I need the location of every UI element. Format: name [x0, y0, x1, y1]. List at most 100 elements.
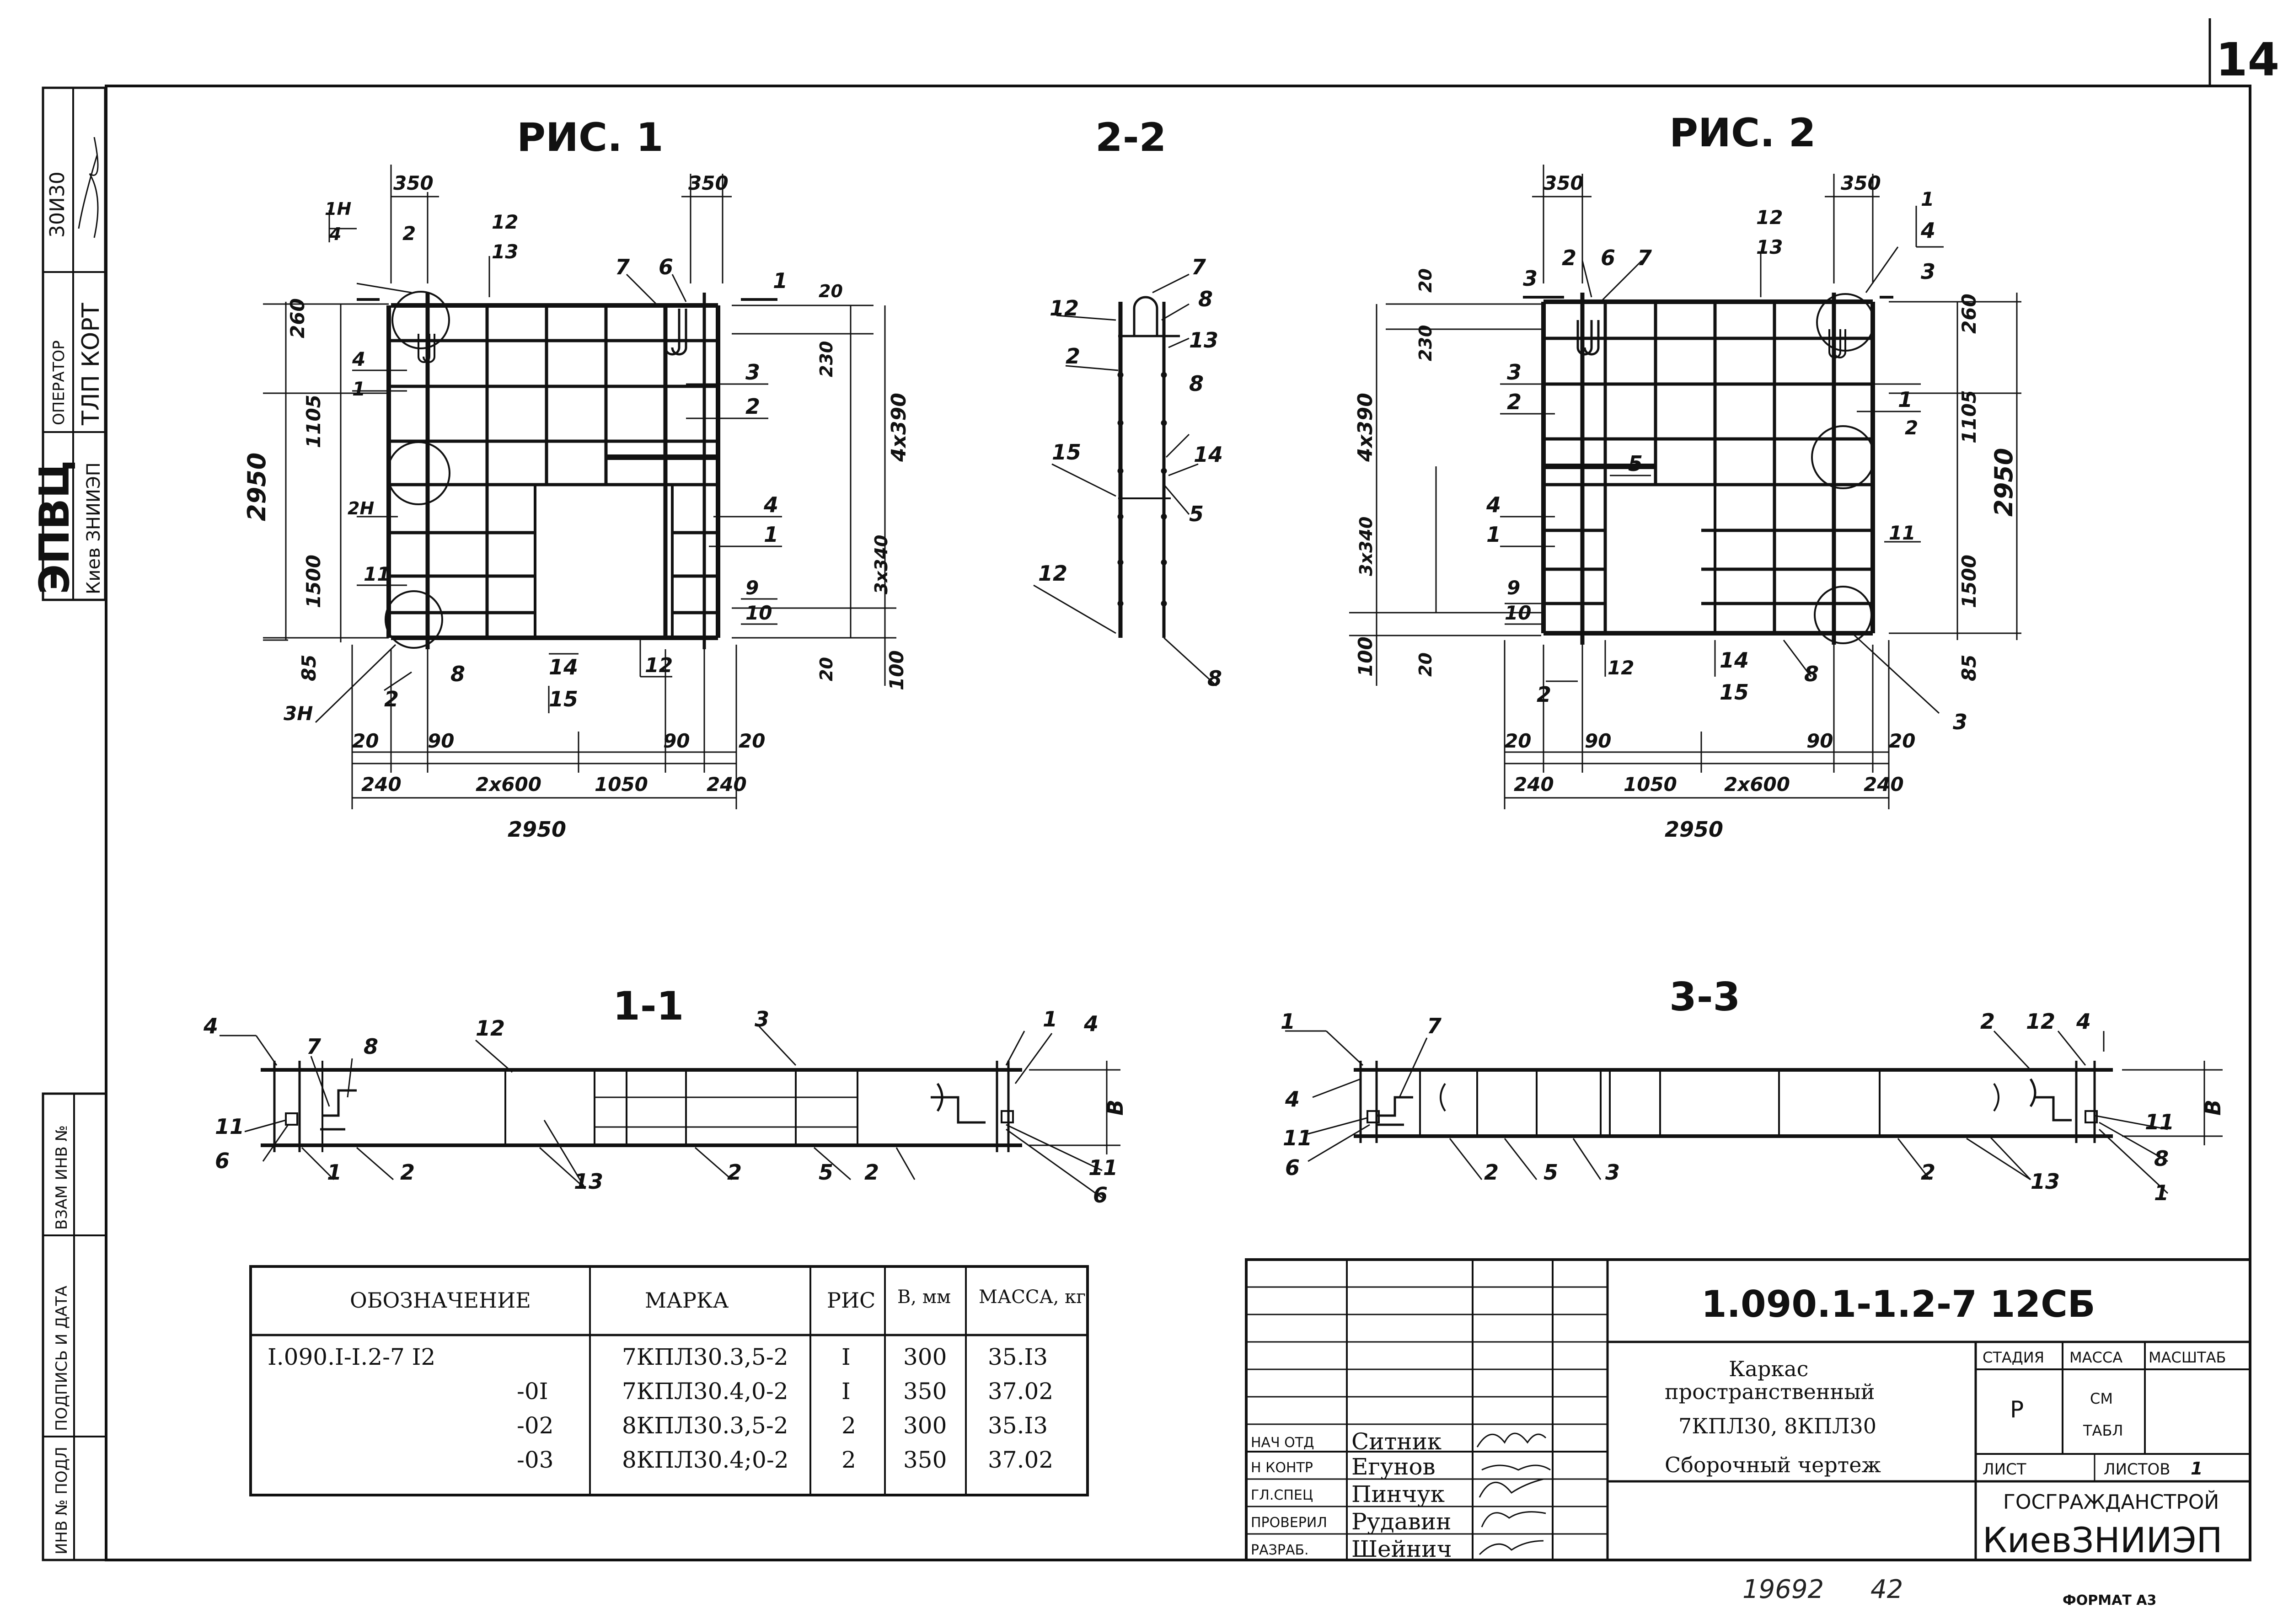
spec-row-1: -0I 7КПЛ30.4,0-2 I 350 37.02: [517, 1378, 1053, 1405]
stamp-org: Киев ЗНИИЭП: [83, 462, 104, 594]
svg-text:12: 12: [1038, 561, 1067, 586]
svg-text:11: 11: [2145, 1110, 2174, 1134]
spec-header-designation: ОБОЗНАЧЕНИЕ: [350, 1288, 531, 1313]
svg-text:20: 20: [816, 657, 836, 681]
svg-text:13: 13: [492, 240, 518, 263]
svg-text:1105: 1105: [1958, 390, 1980, 443]
sec22-title: 2-2: [1095, 115, 1166, 160]
svg-text:15: 15: [1720, 680, 1749, 705]
fig1-position-labels: 1Н 4 2 12 13 7 6 1 4 1 3 2 2Н 4 1 11 9 1…: [284, 199, 788, 725]
svg-text:350: 350: [688, 172, 729, 194]
svg-text:12: 12: [476, 1016, 505, 1041]
name-2: Пинчук: [1351, 1481, 1445, 1507]
svg-text:20: 20: [1415, 652, 1436, 677]
svg-text:11: 11: [364, 563, 390, 585]
sheet-label: ЛИСТ: [1983, 1460, 2026, 1479]
svg-text:12: 12: [1756, 206, 1783, 229]
sec22-section: [1033, 273, 1217, 687]
svg-text:10: 10: [745, 602, 772, 624]
sec11-title: 1-1: [613, 983, 684, 1029]
margin-label-3: ИНВ № ПОДЛ: [53, 1447, 71, 1555]
svg-text:4: 4: [203, 1014, 218, 1038]
svg-text:1105: 1105: [302, 395, 325, 448]
svg-text:12: 12: [1050, 296, 1079, 321]
svg-text:13: 13: [2031, 1169, 2060, 1194]
doc-name-line-3: 7КПЛ30, 8КПЛ30: [1678, 1414, 1876, 1438]
svg-text:13: 13: [574, 1169, 603, 1194]
svg-text:230: 230: [816, 341, 836, 377]
svg-text:350: 350: [1543, 172, 1584, 194]
sec11-section: [220, 1026, 1120, 1199]
svg-text:2: 2: [400, 1160, 415, 1185]
svg-text:2: 2: [727, 1160, 742, 1185]
svg-text:4: 4: [329, 224, 341, 244]
svg-text:9: 9: [1507, 577, 1520, 599]
svg-text:37.02: 37.02: [988, 1378, 1053, 1405]
sheet-frame: [105, 18, 2251, 1561]
role-0: НАЧ ОТД: [1251, 1435, 1314, 1451]
footer-copy: 42: [1870, 1575, 1903, 1604]
doc-name-line-2: пространственный: [1665, 1379, 1875, 1404]
spec-header-mark: МАРКА: [645, 1288, 729, 1313]
spec-row-2: -02 8КПЛ30.3,5-2 2 300 35.I3: [517, 1412, 1048, 1439]
svg-text:4x390: 4x390: [887, 393, 911, 462]
margin-label-1: ВЗАМ ИНВ №: [53, 1125, 71, 1230]
svg-text:2: 2: [1066, 344, 1080, 369]
svg-text:1: 1: [1898, 387, 1913, 412]
svg-text:6: 6: [659, 255, 673, 279]
footer-format: ФОРМАТ А3: [2063, 1592, 2156, 1608]
stamp-operator: ОПЕРАТОР: [50, 340, 68, 425]
fig2-position-labels: 3 2 6 7 12 13 1 4 3 3 2 5 4 1 9 10 1 2 1…: [1486, 188, 1967, 734]
svg-text:1500: 1500: [1958, 555, 1980, 608]
svg-text:В: В: [2201, 1100, 2225, 1116]
svg-text:100: 100: [1354, 636, 1377, 677]
spec-table: ОБОЗНАЧЕНИЕ МАРКА РИС В, мм МАССА, кг I.…: [249, 1265, 1089, 1496]
svg-text:14: 14: [1720, 648, 1749, 673]
svg-text:8: 8: [1189, 371, 1204, 396]
role-2: ГЛ.СПЕЦ: [1251, 1487, 1313, 1503]
svg-text:4: 4: [352, 348, 365, 370]
svg-text:350: 350: [393, 172, 434, 194]
svg-text:1: 1: [1486, 522, 1501, 547]
svg-text:300: 300: [903, 1344, 947, 1370]
svg-text:20: 20: [1889, 730, 1915, 752]
svg-text:1050: 1050: [595, 773, 648, 796]
operator-stamp: ЭПВЦ Киев ЗНИИЭП ОПЕРАТОР ТЛП КОРТ 30И30: [31, 86, 107, 601]
svg-text:3: 3: [755, 1007, 769, 1031]
svg-text:5: 5: [819, 1160, 833, 1185]
svg-text:3: 3: [1507, 360, 1522, 385]
svg-text:12: 12: [2026, 1009, 2055, 1034]
spec-header-mass: МАССА, кг: [979, 1287, 1086, 1308]
svg-text:350: 350: [1841, 172, 1881, 194]
svg-text:20: 20: [352, 730, 379, 752]
svg-text:85: 85: [298, 655, 320, 681]
svg-text:7КПЛ30.4,0-2: 7КПЛ30.4,0-2: [622, 1378, 788, 1405]
svg-text:2: 2: [1484, 1160, 1499, 1185]
stamp-num: 30И30: [46, 171, 69, 238]
svg-text:11: 11: [1889, 522, 1915, 544]
svg-text:5: 5: [1189, 502, 1204, 526]
doc-code: 1.090.1-1.2-7 12СБ: [1701, 1283, 2095, 1325]
fig1-cage: [263, 165, 896, 809]
svg-text:8: 8: [1207, 666, 1222, 691]
svg-text:1: 1: [1281, 1009, 1295, 1034]
svg-text:-03: -03: [517, 1447, 554, 1473]
svg-text:4x390: 4x390: [1354, 393, 1377, 462]
name-1: Егунов: [1351, 1453, 1436, 1480]
svg-text:240: 240: [1514, 773, 1554, 796]
svg-text:7: 7: [1427, 1014, 1442, 1038]
stage-value: Р: [2010, 1396, 2024, 1423]
footer-doc-number: 19692: [1742, 1575, 1824, 1604]
svg-text:3: 3: [745, 360, 760, 385]
svg-text:3x340: 3x340: [1356, 517, 1376, 576]
svg-text:4: 4: [1486, 492, 1501, 517]
fig2-title: РИС. 2: [1669, 110, 1816, 156]
svg-text:12: 12: [492, 211, 518, 233]
org-line-1: ГОСГРАЖДАНСТРОЙ: [2003, 1490, 2219, 1514]
svg-text:7: 7: [1637, 246, 1652, 270]
svg-text:2: 2: [1905, 417, 1918, 439]
svg-text:1: 1: [773, 268, 788, 293]
svg-text:I: I: [841, 1344, 851, 1370]
svg-text:85: 85: [1958, 655, 1980, 681]
